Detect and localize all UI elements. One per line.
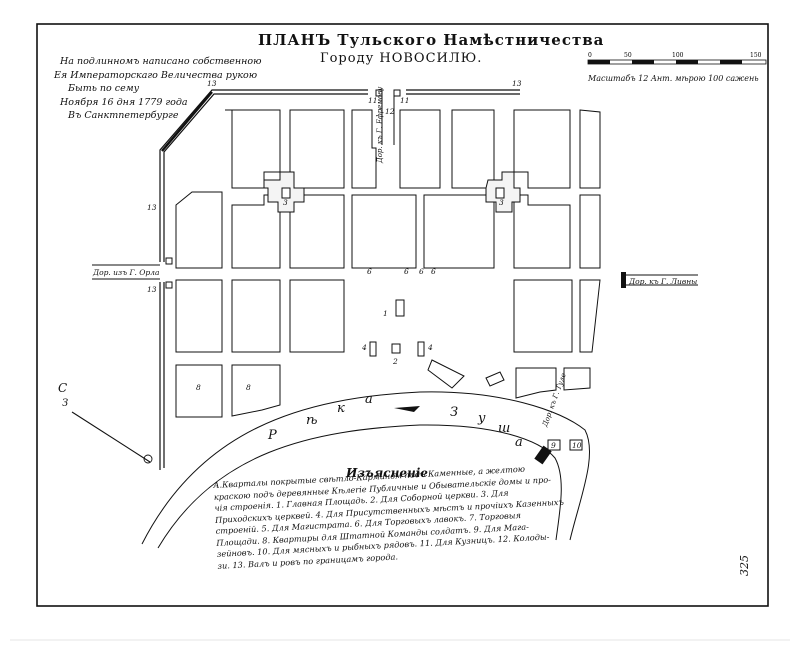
island	[394, 406, 420, 412]
scale-tick-1: 50	[624, 52, 632, 59]
block-number: 10	[572, 441, 582, 450]
block-number: 13	[512, 79, 522, 88]
road-label-livny: Дор. къ Г. Ливны	[629, 277, 698, 286]
approval-line: Быть по сему	[68, 83, 140, 94]
block	[579, 194, 601, 269]
approval-line: Въ Санктпетербурге	[68, 110, 179, 121]
block-number: 11	[368, 96, 378, 105]
block	[513, 279, 573, 353]
compass-letter-north: С	[58, 381, 67, 395]
rampart	[159, 89, 520, 470]
river-letter: З	[450, 405, 458, 420]
block	[579, 279, 601, 353]
church-squares	[263, 171, 521, 354]
block-number: 8	[246, 383, 251, 392]
block-number: 3	[283, 198, 288, 207]
block	[515, 367, 557, 399]
road-orel	[92, 264, 160, 280]
compass-letter-west: З	[62, 398, 68, 409]
scale-tick-2: 100	[672, 52, 684, 59]
road-efremov	[381, 90, 395, 145]
block-number: 6	[419, 267, 424, 276]
block-number: 4	[361, 343, 367, 352]
block	[351, 109, 377, 189]
block	[563, 367, 591, 391]
scale-label: Масштабъ 12 Ант. мѣрою 100 сажень	[588, 74, 759, 83]
river-letter: а	[515, 435, 523, 450]
block-number: 6	[367, 267, 372, 276]
river-letter: а	[365, 392, 373, 407]
block-number: 1	[383, 309, 388, 318]
block	[231, 279, 281, 353]
legend-title: Изъясненiе	[346, 466, 428, 480]
page-number: 325	[738, 555, 751, 576]
compass-needle: С З	[58, 381, 153, 464]
gate-marks	[165, 89, 401, 289]
block	[579, 109, 601, 189]
block-numbers: 13 13 13 11 12 3 3 13 11 6 6 6 6 1 4 4 2…	[147, 79, 582, 450]
block-number: 13	[147, 203, 157, 212]
approval-line: Ноября 16 дня 1779 года	[60, 96, 188, 108]
block	[485, 371, 505, 387]
river-zusha	[141, 391, 591, 549]
map-border	[36, 23, 769, 607]
block	[547, 439, 561, 451]
city-blocks	[175, 109, 601, 451]
approval-note: На подлинномъ написано собственною Ея Им…	[54, 55, 262, 123]
block	[423, 194, 495, 269]
scale-tick-0: 0	[588, 52, 592, 59]
block	[513, 194, 571, 269]
approval-line: На подлинномъ написано собственною	[60, 56, 262, 67]
block-number: 8	[196, 383, 201, 392]
road-label-orel: Дор. изъ Г. Орла	[93, 268, 160, 277]
map-subtitle: Городу НОВОСИЛЮ.	[320, 51, 483, 66]
block-number: 6	[431, 267, 436, 276]
block	[175, 191, 223, 269]
block-number: 11	[400, 96, 410, 105]
block	[289, 109, 345, 189]
block	[231, 364, 281, 417]
block	[417, 341, 425, 357]
block	[289, 194, 345, 269]
block-number: 4	[427, 343, 433, 352]
block	[175, 364, 223, 418]
river-letter: ш	[498, 421, 510, 436]
river-name-letters: Р ѣ к а З у ш а	[267, 392, 523, 450]
approval-line: Ея Императорскаго Величества рукою	[54, 69, 258, 81]
block	[399, 109, 441, 189]
block	[451, 109, 495, 189]
block	[369, 341, 377, 357]
block-number: 13	[207, 79, 217, 88]
block	[289, 279, 345, 353]
scale-tick-3: 150	[750, 52, 762, 59]
road-label-efremov: Дор. къ Г. Ефремову	[376, 86, 384, 163]
road-livny	[621, 272, 698, 288]
river-letter: ѣ	[306, 413, 317, 428]
block	[395, 299, 405, 317]
block-number: 13	[147, 285, 157, 294]
block-number: 12	[385, 107, 395, 116]
block-number: 2	[392, 357, 398, 366]
river-letter: к	[337, 401, 345, 416]
block	[231, 194, 281, 269]
legend-text: А.Кварталы покрытые свѣтло-Кармином подъ…	[213, 462, 564, 572]
river-letter: Р	[267, 428, 277, 443]
river-letter: у	[477, 411, 486, 426]
block-number: 3	[499, 198, 504, 207]
scale-bar: 0 50 100 150	[587, 52, 767, 65]
bridge	[534, 445, 552, 465]
block	[175, 279, 223, 353]
block	[427, 359, 465, 389]
map-title: ПЛАНЪ Тульского Намѣстничества	[258, 31, 605, 49]
block-number: 9	[551, 441, 556, 450]
block	[569, 439, 583, 451]
block	[351, 194, 417, 269]
block	[513, 109, 571, 189]
block-number: 6	[404, 267, 409, 276]
